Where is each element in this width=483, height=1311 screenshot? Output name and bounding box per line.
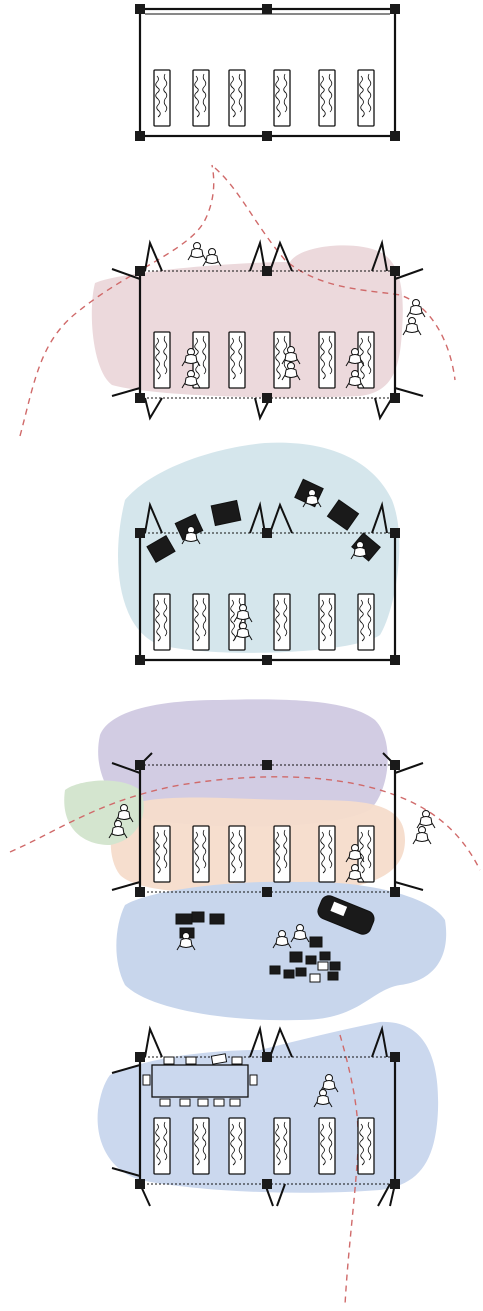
wall-flap [111, 1064, 396, 1207]
roof-flap [144, 501, 388, 534]
post [262, 393, 272, 403]
planting-bed [357, 69, 375, 127]
table-icon [210, 499, 242, 527]
planting-bed [153, 331, 171, 389]
movement-path [19, 164, 215, 437]
planting-bed [318, 825, 336, 883]
planting-bed [273, 1117, 291, 1175]
post [390, 4, 400, 14]
post [262, 131, 272, 141]
market-cluster [269, 924, 341, 983]
structure-frame [138, 7, 397, 138]
roof-flap [144, 239, 388, 272]
planting-bed [228, 593, 246, 651]
movement-path [214, 167, 456, 381]
roof-flap [144, 1025, 388, 1058]
planting-bed [318, 593, 336, 651]
post [135, 1052, 145, 1062]
post [262, 655, 272, 665]
planting-bed [228, 331, 246, 389]
post [135, 266, 145, 276]
post [390, 1179, 400, 1189]
movement-path [339, 1034, 359, 1306]
planting-bed [153, 593, 171, 651]
person-icon [406, 299, 426, 318]
activity-zone [64, 780, 144, 845]
activity-zone [116, 881, 447, 1021]
seating-cluster [175, 911, 225, 951]
post [135, 1179, 145, 1189]
table-icon [146, 535, 176, 563]
table-icon [326, 499, 360, 531]
planting-bed [318, 1117, 336, 1175]
post [262, 760, 272, 770]
planting-bed [228, 1117, 246, 1175]
panel-2 [19, 164, 456, 437]
post [262, 1052, 272, 1062]
person-icon [202, 248, 222, 267]
post [262, 887, 272, 897]
person-icon [412, 826, 432, 845]
panel-3 [118, 442, 400, 665]
post [262, 528, 272, 538]
post [135, 393, 145, 403]
post [135, 131, 145, 141]
planting-bed [153, 69, 171, 127]
post [135, 655, 145, 665]
planting-bed [192, 593, 210, 651]
planting-bed [318, 69, 336, 127]
post [390, 528, 400, 538]
planting-bed [192, 69, 210, 127]
planting-bed [318, 331, 336, 389]
post [390, 1052, 400, 1062]
vehicle-icon [317, 895, 375, 935]
planting-bed [273, 593, 291, 651]
panel-5 [97, 1021, 439, 1306]
post [262, 266, 272, 276]
activity-zone [97, 1021, 439, 1193]
post [135, 760, 145, 770]
planting-bed [192, 1117, 210, 1175]
planting-bed [273, 69, 291, 127]
planting-bed [273, 825, 291, 883]
person-icon [187, 242, 207, 261]
panel-1 [135, 4, 400, 141]
planting-bed [357, 1117, 375, 1175]
person-icon [402, 317, 422, 336]
planting-bed [153, 1117, 171, 1175]
post [262, 1179, 272, 1189]
post [135, 887, 145, 897]
planting-bed [357, 593, 375, 651]
planting-bed [192, 825, 210, 883]
post [390, 393, 400, 403]
movement-path [9, 776, 481, 871]
post [390, 131, 400, 141]
wall-flap [111, 268, 424, 421]
wall-flap [111, 752, 424, 891]
post [390, 655, 400, 665]
post [390, 760, 400, 770]
panel-4 [9, 699, 481, 1021]
activity-zone [98, 699, 388, 827]
post [390, 266, 400, 276]
long-dining-table [142, 1053, 258, 1107]
planting-bed [228, 69, 246, 127]
post [262, 4, 272, 14]
post [390, 887, 400, 897]
post [135, 4, 145, 14]
post [135, 528, 145, 538]
planting-bed [228, 825, 246, 883]
planting-bed [153, 825, 171, 883]
